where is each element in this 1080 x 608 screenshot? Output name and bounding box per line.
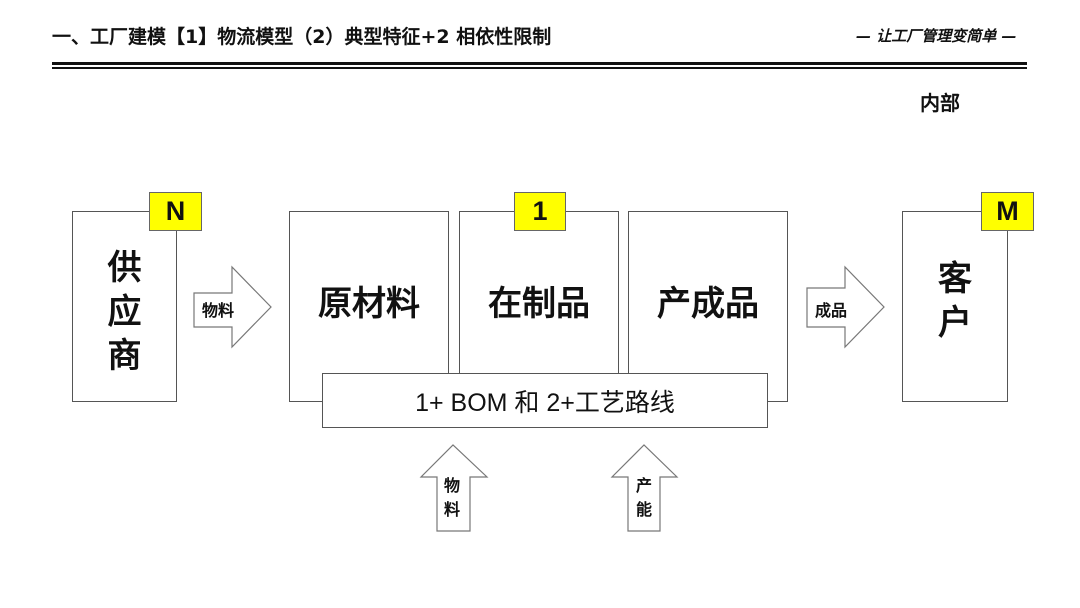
customer-badge: M <box>981 192 1034 231</box>
supplier-box: 供 应 商 <box>72 211 177 402</box>
customer-char: 客 <box>938 258 972 299</box>
stage-finished-goods: 产成品 <box>628 211 788 402</box>
supplier-char: 应 <box>107 291 142 332</box>
arrow-up-icon <box>419 444 679 532</box>
customer-box: 客 户 <box>902 211 1008 402</box>
stage-wip: 在制品 <box>459 211 619 402</box>
arrow-right-icon <box>806 265 885 349</box>
arrow-out-label: 成品 <box>815 301 848 320</box>
constraint-label: 1+ BOM 和 2+工艺路线 <box>415 388 675 417</box>
stage-label: 原材料 <box>318 284 420 324</box>
header-divider-thick <box>52 62 1027 65</box>
up-arrow-label-materials: 物 料 <box>444 476 461 519</box>
internal-tag: 内部 <box>920 91 960 115</box>
stage-raw-material: 原材料 <box>289 211 449 402</box>
up-arrow-label-capacity: 产 能 <box>636 476 653 519</box>
slogan: — 让工厂管理变简单 — <box>856 27 1017 45</box>
supplier-badge: N <box>149 192 202 231</box>
wip-badge: 1 <box>514 192 566 231</box>
stage-label: 产成品 <box>657 284 759 324</box>
supplier-char: 供 <box>107 247 142 288</box>
page-title: 一、工厂建模【1】物流模型（2）典型特征+2 相依性限制 <box>52 26 552 48</box>
customer-char: 户 <box>938 302 972 343</box>
arrow-in-label: 物料 <box>202 301 235 320</box>
constraint-bar: 1+ BOM 和 2+工艺路线 <box>322 373 768 428</box>
stage-label: 在制品 <box>488 284 590 324</box>
arrow-right-icon <box>193 265 272 349</box>
supplier-char: 商 <box>107 335 142 376</box>
header-divider-thin <box>52 67 1027 69</box>
